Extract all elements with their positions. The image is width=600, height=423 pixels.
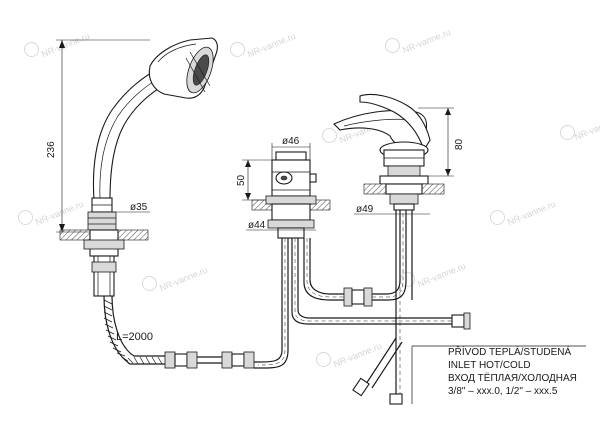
- diverter-diameter-label: ø46: [282, 136, 300, 147]
- diverter: [251, 151, 452, 369]
- shower-head-icon: [148, 37, 218, 99]
- dimension-mixer-base: ø49: [354, 204, 430, 215]
- hand-shower: [59, 37, 255, 369]
- dimension-diverter-diameter: ø46: [271, 136, 311, 160]
- watermark-logo-icon: [322, 128, 337, 143]
- watermark-logo-icon: [385, 38, 400, 53]
- dimension-mixer-height: 80: [418, 107, 465, 177]
- hose-length-label: L=2000: [116, 331, 153, 343]
- watermark-logo-icon: [230, 42, 245, 57]
- diverter-height-label: 50: [236, 174, 247, 186]
- mixer-base-diameter-label: ø49: [356, 204, 374, 215]
- shower-height-label: 236: [46, 141, 57, 158]
- dimension-shower-base: ø35: [92, 202, 150, 213]
- watermark-logo-icon: [490, 210, 505, 225]
- watermark-logo-icon: [142, 276, 157, 291]
- dimension-diverter-base: ø44: [246, 220, 316, 231]
- watermark-logo-icon: [560, 125, 575, 140]
- inlet-note-line-cz: PŘÍVOD TEPLÁ/STUDENÁ: [448, 347, 572, 358]
- diverter-base-diameter-label: ø44: [248, 220, 266, 231]
- inlet-note-line-sizes: 3/8" – xxx.0, 1/2" – xxx.5: [448, 386, 558, 397]
- inlet-note-line-ru: ВХОД ТЁПЛАЯ/ХОЛОДНАЯ: [448, 373, 577, 384]
- watermark-logo-icon: [316, 352, 331, 367]
- watermark-logo-icon: [18, 210, 33, 225]
- inlet-note-line-en: INLET HOT/COLD: [448, 360, 531, 371]
- mixer: [333, 93, 445, 405]
- watermark-logo-icon: [24, 42, 39, 57]
- shower-base-diameter-label: ø35: [130, 202, 148, 213]
- inlet-note: PŘÍVOD TEPLÁ/STUDENÁ INLET HOT/COLD ВХОД…: [448, 346, 577, 398]
- dimension-diverter-height: 50: [236, 159, 272, 201]
- inlet-fitting: [463, 312, 471, 330]
- dimension-shower-height: 236: [46, 39, 150, 233]
- mixer-height-label: 80: [454, 138, 465, 150]
